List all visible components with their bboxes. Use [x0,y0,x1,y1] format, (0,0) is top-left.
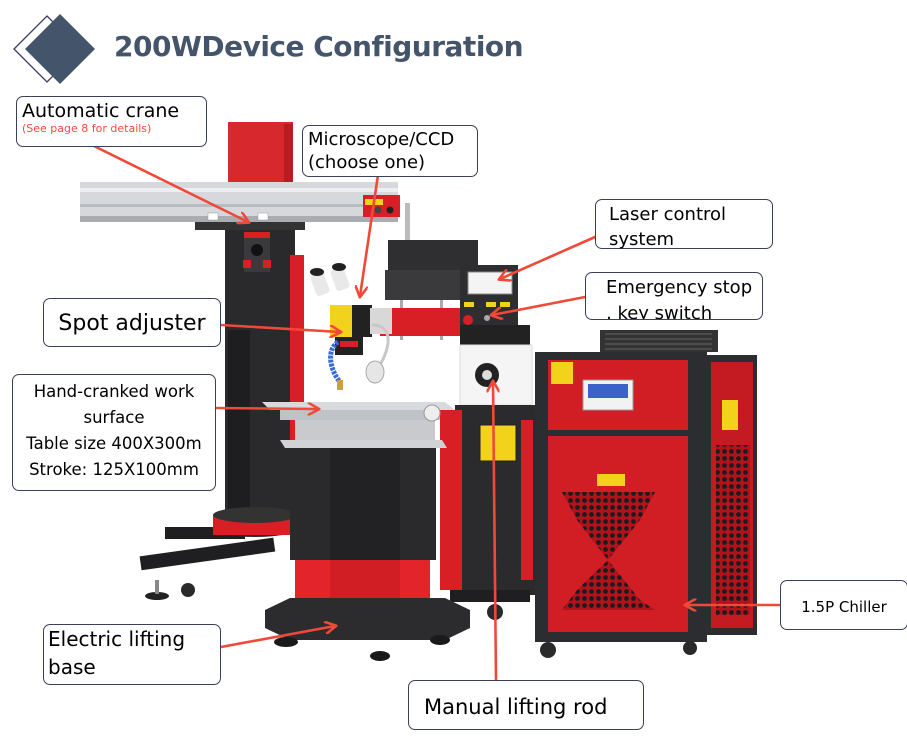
electric-lift-column [265,448,470,661]
callout-line: Hand-cranked work [33,382,195,401]
callout-line: Microscope/CCD [308,129,455,150]
callout-label: Automatic crane [22,100,180,122]
stroke-spec: Stroke: 125X100mm [29,460,199,479]
laser-head-block [380,203,478,340]
callout-hand-cranked-work-surface: Hand-cranked work surface Table size 400… [12,374,216,491]
callout-manual-lifting-rod: Manual lifting rod [408,680,644,730]
chiller-unit [535,330,757,658]
page-title: 200WDevice Configuration [114,30,524,63]
callout-electric-lifting-base: Electric lifting base [43,624,221,685]
callout-line: , key switch [606,303,713,320]
callout-line: Laser control [609,204,727,225]
overlapping-diamonds-icon [13,14,95,84]
table-size-spec: Table size 400X300m [26,434,202,453]
callout-line: surface [83,408,145,427]
page-reference-note: (See page 8 for details) [22,122,152,135]
callout-microscope-ccd: Microscope/CCD (choose one) [302,125,478,177]
work-table [262,402,455,448]
callout-arrows [90,143,782,682]
callout-spot-adjuster: Spot adjuster [43,298,221,347]
callout-line: base [48,655,96,679]
crane-column [225,225,304,520]
callout-line: Electric lifting [48,627,186,651]
callout-line: system [609,229,675,250]
crane-beam [80,182,400,230]
crane-base-legs [139,507,297,600]
callout-line: (choose one) [308,152,426,173]
callout-line: Emergency stop [606,277,753,298]
microscope-assembly [310,263,392,390]
control-cabinet [440,265,535,620]
crane-top-box [228,122,293,192]
callout-chiller: 1.5P Chiller [780,580,907,630]
callout-laser-control-system: Laser control system [595,199,773,250]
callout-emergency-stop: Emergency stop , key switch [585,272,763,320]
callout-automatic-crane: Automatic crane (See page 8 for details) [16,96,207,147]
